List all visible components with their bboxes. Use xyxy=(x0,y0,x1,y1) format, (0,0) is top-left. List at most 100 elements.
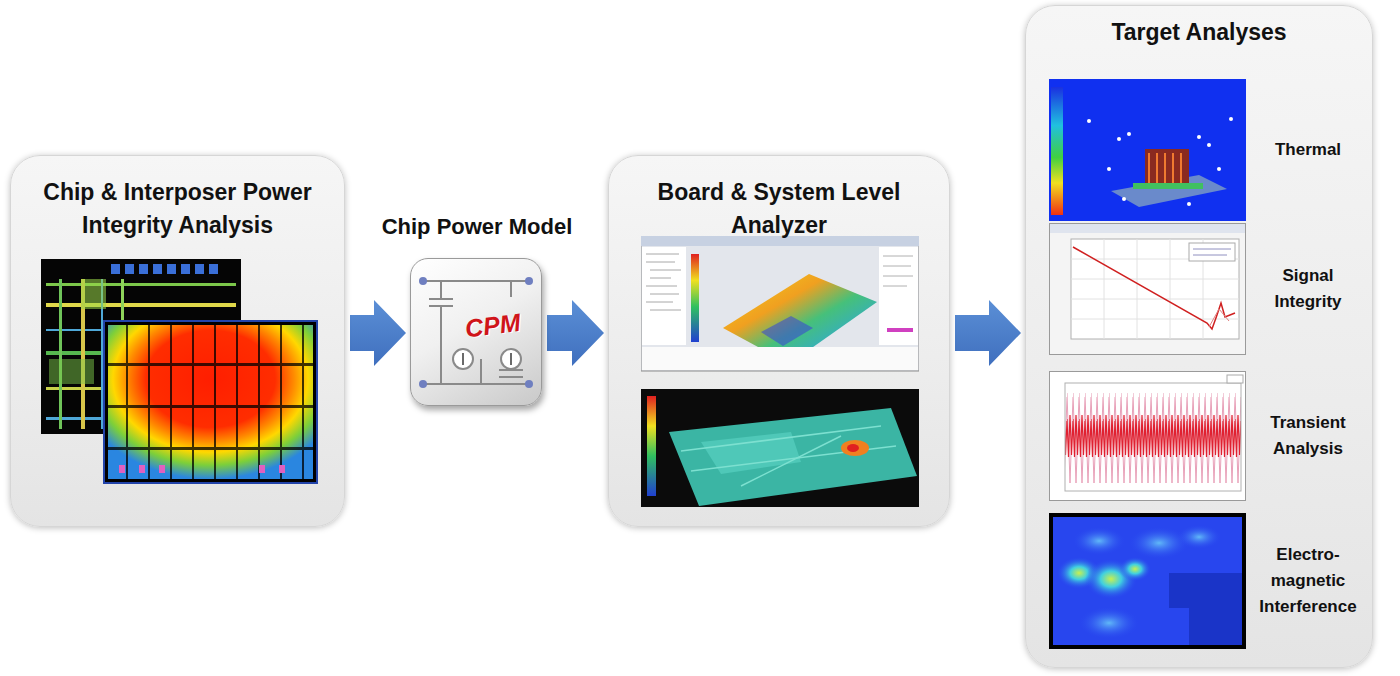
drawing-rect xyxy=(1050,372,1246,501)
node-label: Thermal xyxy=(1249,137,1367,163)
drawing-path xyxy=(646,262,675,263)
drawing-g xyxy=(499,369,523,377)
drawing-path xyxy=(883,256,913,257)
drawing-rect xyxy=(642,347,918,370)
drawing-path xyxy=(646,286,677,287)
drawing-rect xyxy=(258,325,260,479)
drawing-rect xyxy=(46,283,236,286)
drawing-rect xyxy=(1227,375,1243,383)
drawing-path xyxy=(499,376,523,378)
drawing-path xyxy=(423,383,529,385)
drawing-rect xyxy=(170,325,172,479)
block-arrow xyxy=(547,300,604,366)
drawing-rect xyxy=(879,247,918,345)
node-label: Transient Analysis xyxy=(1249,410,1367,462)
drawing-path xyxy=(1164,153,1166,185)
drawing-path xyxy=(1104,239,1105,339)
target-item: Signal Integrity xyxy=(1049,223,1369,355)
node-label: Chip & Interposer Power Integrity Analys… xyxy=(11,176,344,242)
drawing-path xyxy=(429,298,453,300)
drawing-circle xyxy=(419,380,427,388)
drawing-rect xyxy=(49,359,94,384)
drawing-rect xyxy=(1071,239,1239,339)
drawing-rect xyxy=(214,325,216,479)
drawing-rect xyxy=(126,325,128,479)
drawing-circle xyxy=(1127,132,1131,136)
transient-waveform xyxy=(1049,371,1246,501)
drawing-path xyxy=(646,254,679,255)
drawing-ellipse xyxy=(1073,527,1125,555)
drawing-path xyxy=(741,436,841,486)
drawing-rect xyxy=(195,264,204,274)
emi-map xyxy=(1049,513,1246,649)
drawing-rect xyxy=(108,405,313,408)
drawing-rect xyxy=(279,465,285,473)
drawing-g xyxy=(646,254,681,310)
drawing-rect xyxy=(119,465,125,473)
drawing-circle xyxy=(453,349,473,369)
drawing-path xyxy=(480,359,482,384)
drawing-rect xyxy=(691,254,699,342)
drawing-rect xyxy=(236,325,238,479)
drawing-g xyxy=(1087,117,1233,206)
drawing-rect xyxy=(167,264,176,274)
drawing-rect xyxy=(46,303,236,307)
drawing-circle xyxy=(1122,197,1126,201)
drawing-path xyxy=(510,281,512,297)
thermal-map xyxy=(1049,79,1246,221)
drawing-rect xyxy=(192,325,194,479)
drawing-path xyxy=(681,426,881,451)
drawing-rect xyxy=(181,264,190,274)
drawing-path xyxy=(646,302,673,303)
drawing-g xyxy=(883,256,913,286)
targets-panel: Target Analyses Thermal xyxy=(1025,5,1373,668)
drawing-ellipse xyxy=(841,440,869,456)
node-label: Board & System Level Analyzer xyxy=(609,176,949,242)
drawing-rect xyxy=(153,264,162,274)
drawing-polygon xyxy=(669,408,917,506)
board-analyzer-screenshots xyxy=(641,236,919,508)
drawing-rect xyxy=(148,325,150,479)
chip-layout-illustration xyxy=(41,259,321,489)
drawing-rect xyxy=(1050,224,1246,355)
drawing-rect xyxy=(81,279,106,309)
drawing-path xyxy=(1156,153,1158,185)
drawing-rect xyxy=(642,247,686,345)
drawing-path xyxy=(650,310,681,311)
analyzer-panel: Board & System Level Analyzer xyxy=(608,155,950,527)
drawing-circle xyxy=(525,380,533,388)
drawing-path xyxy=(650,270,681,271)
drawing-rect xyxy=(641,236,919,371)
drawing-rect xyxy=(1133,183,1203,189)
drawing-rect xyxy=(139,465,145,473)
drawing-g xyxy=(453,349,521,369)
drawing-circle xyxy=(501,349,521,369)
drawing-circle xyxy=(1087,119,1091,123)
drawing-path xyxy=(423,280,529,282)
drawing-g xyxy=(463,353,511,365)
drawing-rect xyxy=(1065,383,1241,491)
target-item: Electro- magnetic Interference xyxy=(1049,513,1369,649)
drawing-rect xyxy=(159,465,165,473)
drawing-rect xyxy=(1053,517,1242,645)
drawing-rect xyxy=(647,396,656,496)
drawing-rect xyxy=(1050,224,1245,233)
drawing-rect xyxy=(111,264,120,274)
drawing-rect xyxy=(209,264,218,274)
block-arrow xyxy=(955,300,1021,366)
drawing-polygon xyxy=(1169,573,1242,645)
drawing-circle xyxy=(419,277,427,285)
target-item: Thermal xyxy=(1049,79,1369,221)
drawing-rect xyxy=(1189,243,1235,261)
drawing-g xyxy=(1193,249,1231,255)
drawing-path xyxy=(1071,299,1239,300)
node-label: Signal Integrity xyxy=(1249,263,1367,315)
drawing-path xyxy=(1180,153,1182,185)
drawing-path xyxy=(650,278,671,279)
drawing-rect xyxy=(108,325,313,479)
cpm-icon: Chip Power ModelCPM xyxy=(410,258,542,406)
drawing-path xyxy=(1148,153,1150,185)
drawing-path xyxy=(883,276,913,277)
drawing-rect xyxy=(1065,383,1241,491)
drawing-rect xyxy=(641,389,919,507)
